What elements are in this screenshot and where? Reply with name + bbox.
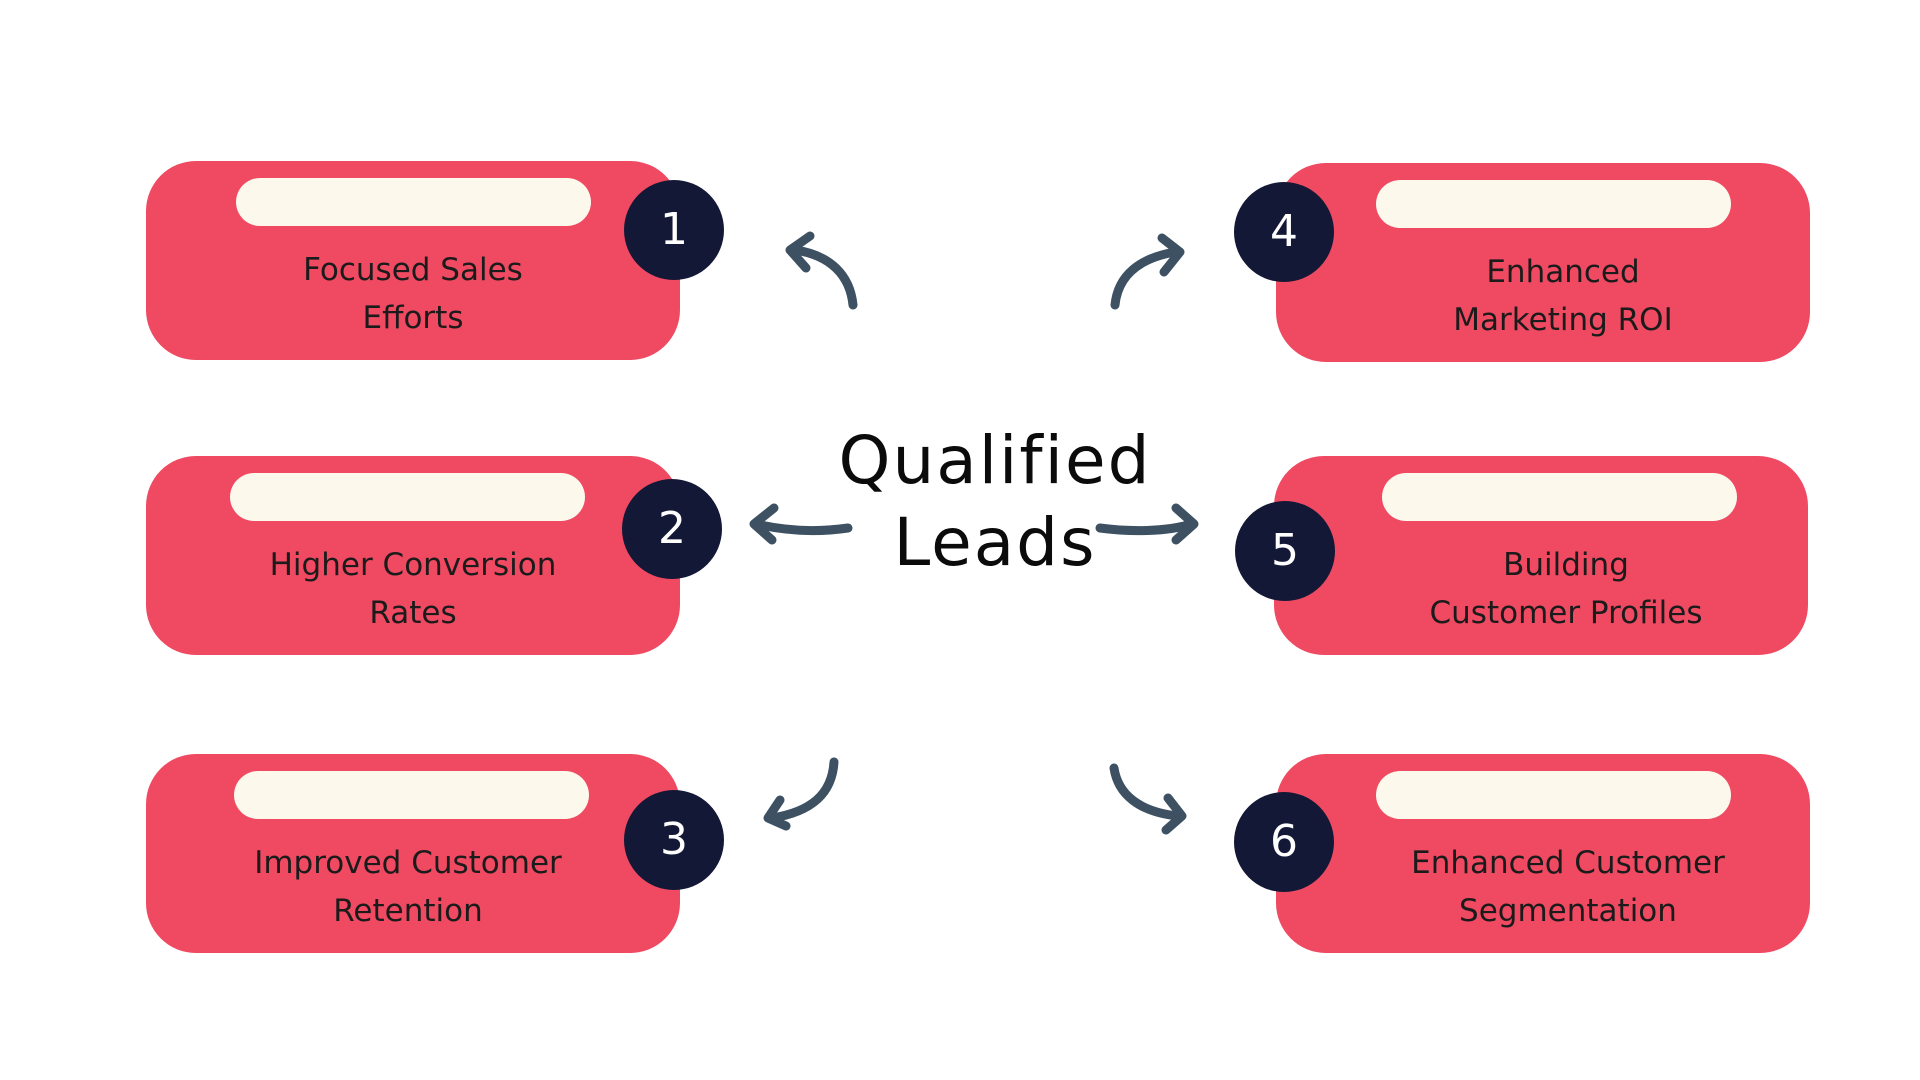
number-badge-1: 1 — [624, 180, 724, 280]
number-badge-2: 2 — [622, 479, 722, 579]
number-badge-3: 3 — [624, 790, 724, 890]
benefit-card-6: Enhanced Customer Segmentation — [1276, 754, 1810, 953]
benefit-card-3: Improved Customer Retention — [146, 754, 680, 953]
arrow-to-item-6-icon — [1109, 763, 1187, 835]
number-badge-6: 6 — [1234, 792, 1334, 892]
benefit-label: Enhanced Marketing ROI — [1453, 254, 1673, 338]
title-placeholder-pill — [236, 178, 591, 226]
number-badge-4: 4 — [1234, 182, 1334, 282]
benefit-card-2: Higher Conversion Rates — [146, 456, 680, 655]
title-placeholder-pill — [234, 771, 589, 819]
arrow-to-item-5-icon — [1095, 503, 1199, 545]
arrow-to-item-1-icon — [785, 231, 858, 310]
benefit-card-5: Building Customer Profiles — [1274, 456, 1808, 655]
benefit-label: Improved Customer Retention — [254, 845, 562, 929]
title-placeholder-pill — [1376, 180, 1731, 228]
title-placeholder-pill — [1382, 473, 1737, 521]
center-title: Qualified Leads — [838, 422, 1152, 581]
arrow-to-item-2-icon — [749, 503, 853, 545]
number-badge-5: 5 — [1235, 501, 1335, 601]
title-placeholder-pill — [230, 473, 585, 521]
arrow-to-item-3-icon — [763, 757, 839, 831]
benefit-label: Higher Conversion Rates — [269, 547, 557, 631]
benefit-label: Building Customer Profiles — [1429, 547, 1703, 631]
benefit-label: Focused Sales Efforts — [303, 252, 523, 336]
benefit-card-4: Enhanced Marketing ROI — [1276, 163, 1810, 362]
benefit-label: Enhanced Customer Segmentation — [1411, 845, 1725, 929]
arrow-to-item-4-icon — [1110, 233, 1185, 310]
benefit-card-1: Focused Sales Efforts — [146, 161, 680, 360]
title-placeholder-pill — [1376, 771, 1731, 819]
